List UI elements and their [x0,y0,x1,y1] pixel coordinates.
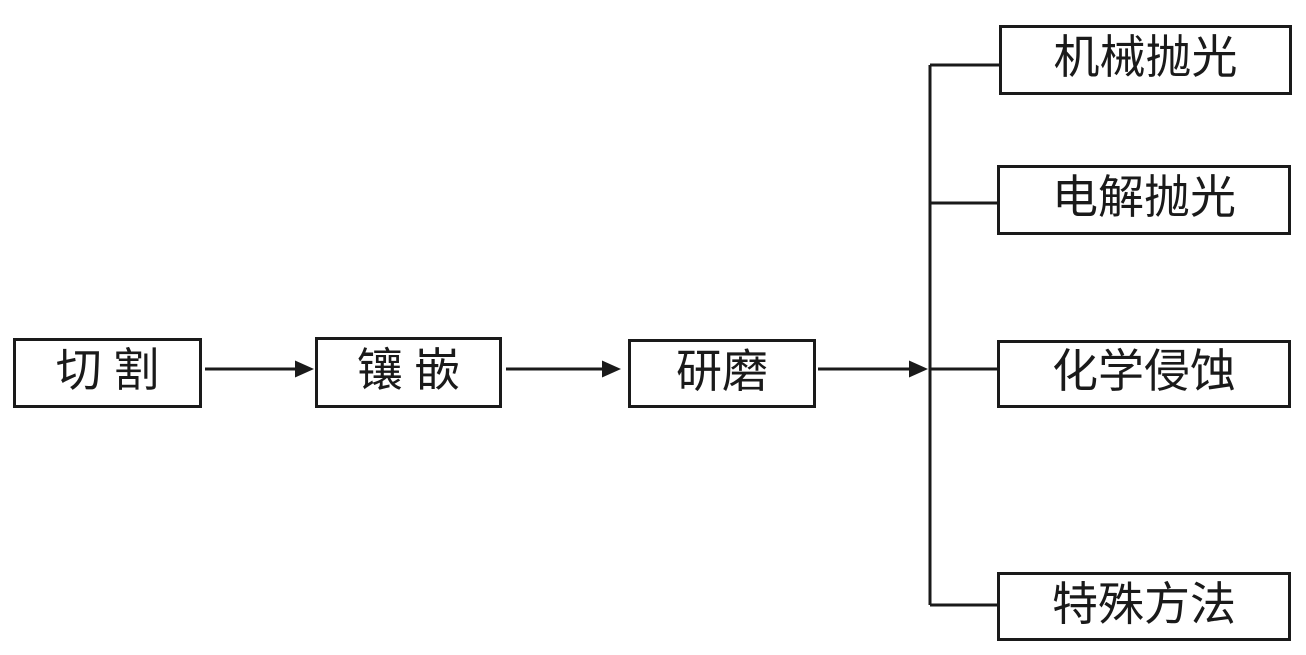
node-cut: 切 割 [13,338,202,408]
node-mechanical-polish: 机械抛光 [999,25,1292,95]
node-special-method-label: 特殊方法 [1052,578,1236,630]
node-chemical-etch-label: 化学侵蚀 [1052,346,1236,397]
node-electrolytic-polish-label: 电解抛光 [1052,172,1236,223]
node-mechanical-polish-label: 机械抛光 [1053,32,1238,83]
node-cut-label: 切 割 [55,345,160,396]
node-grind: 研磨 [628,339,816,408]
node-grind-label: 研磨 [676,345,768,397]
node-mount: 镶 嵌 [315,337,502,408]
arrowhead-cut-mount [295,360,314,378]
node-electrolytic-polish: 电解抛光 [997,165,1291,235]
arrowhead-grind-trunk [909,360,928,378]
node-special-method: 特殊方法 [997,572,1291,641]
node-chemical-etch: 化学侵蚀 [997,340,1291,408]
node-mount-label: 镶 嵌 [356,344,461,396]
arrowhead-mount-grind [602,360,621,378]
